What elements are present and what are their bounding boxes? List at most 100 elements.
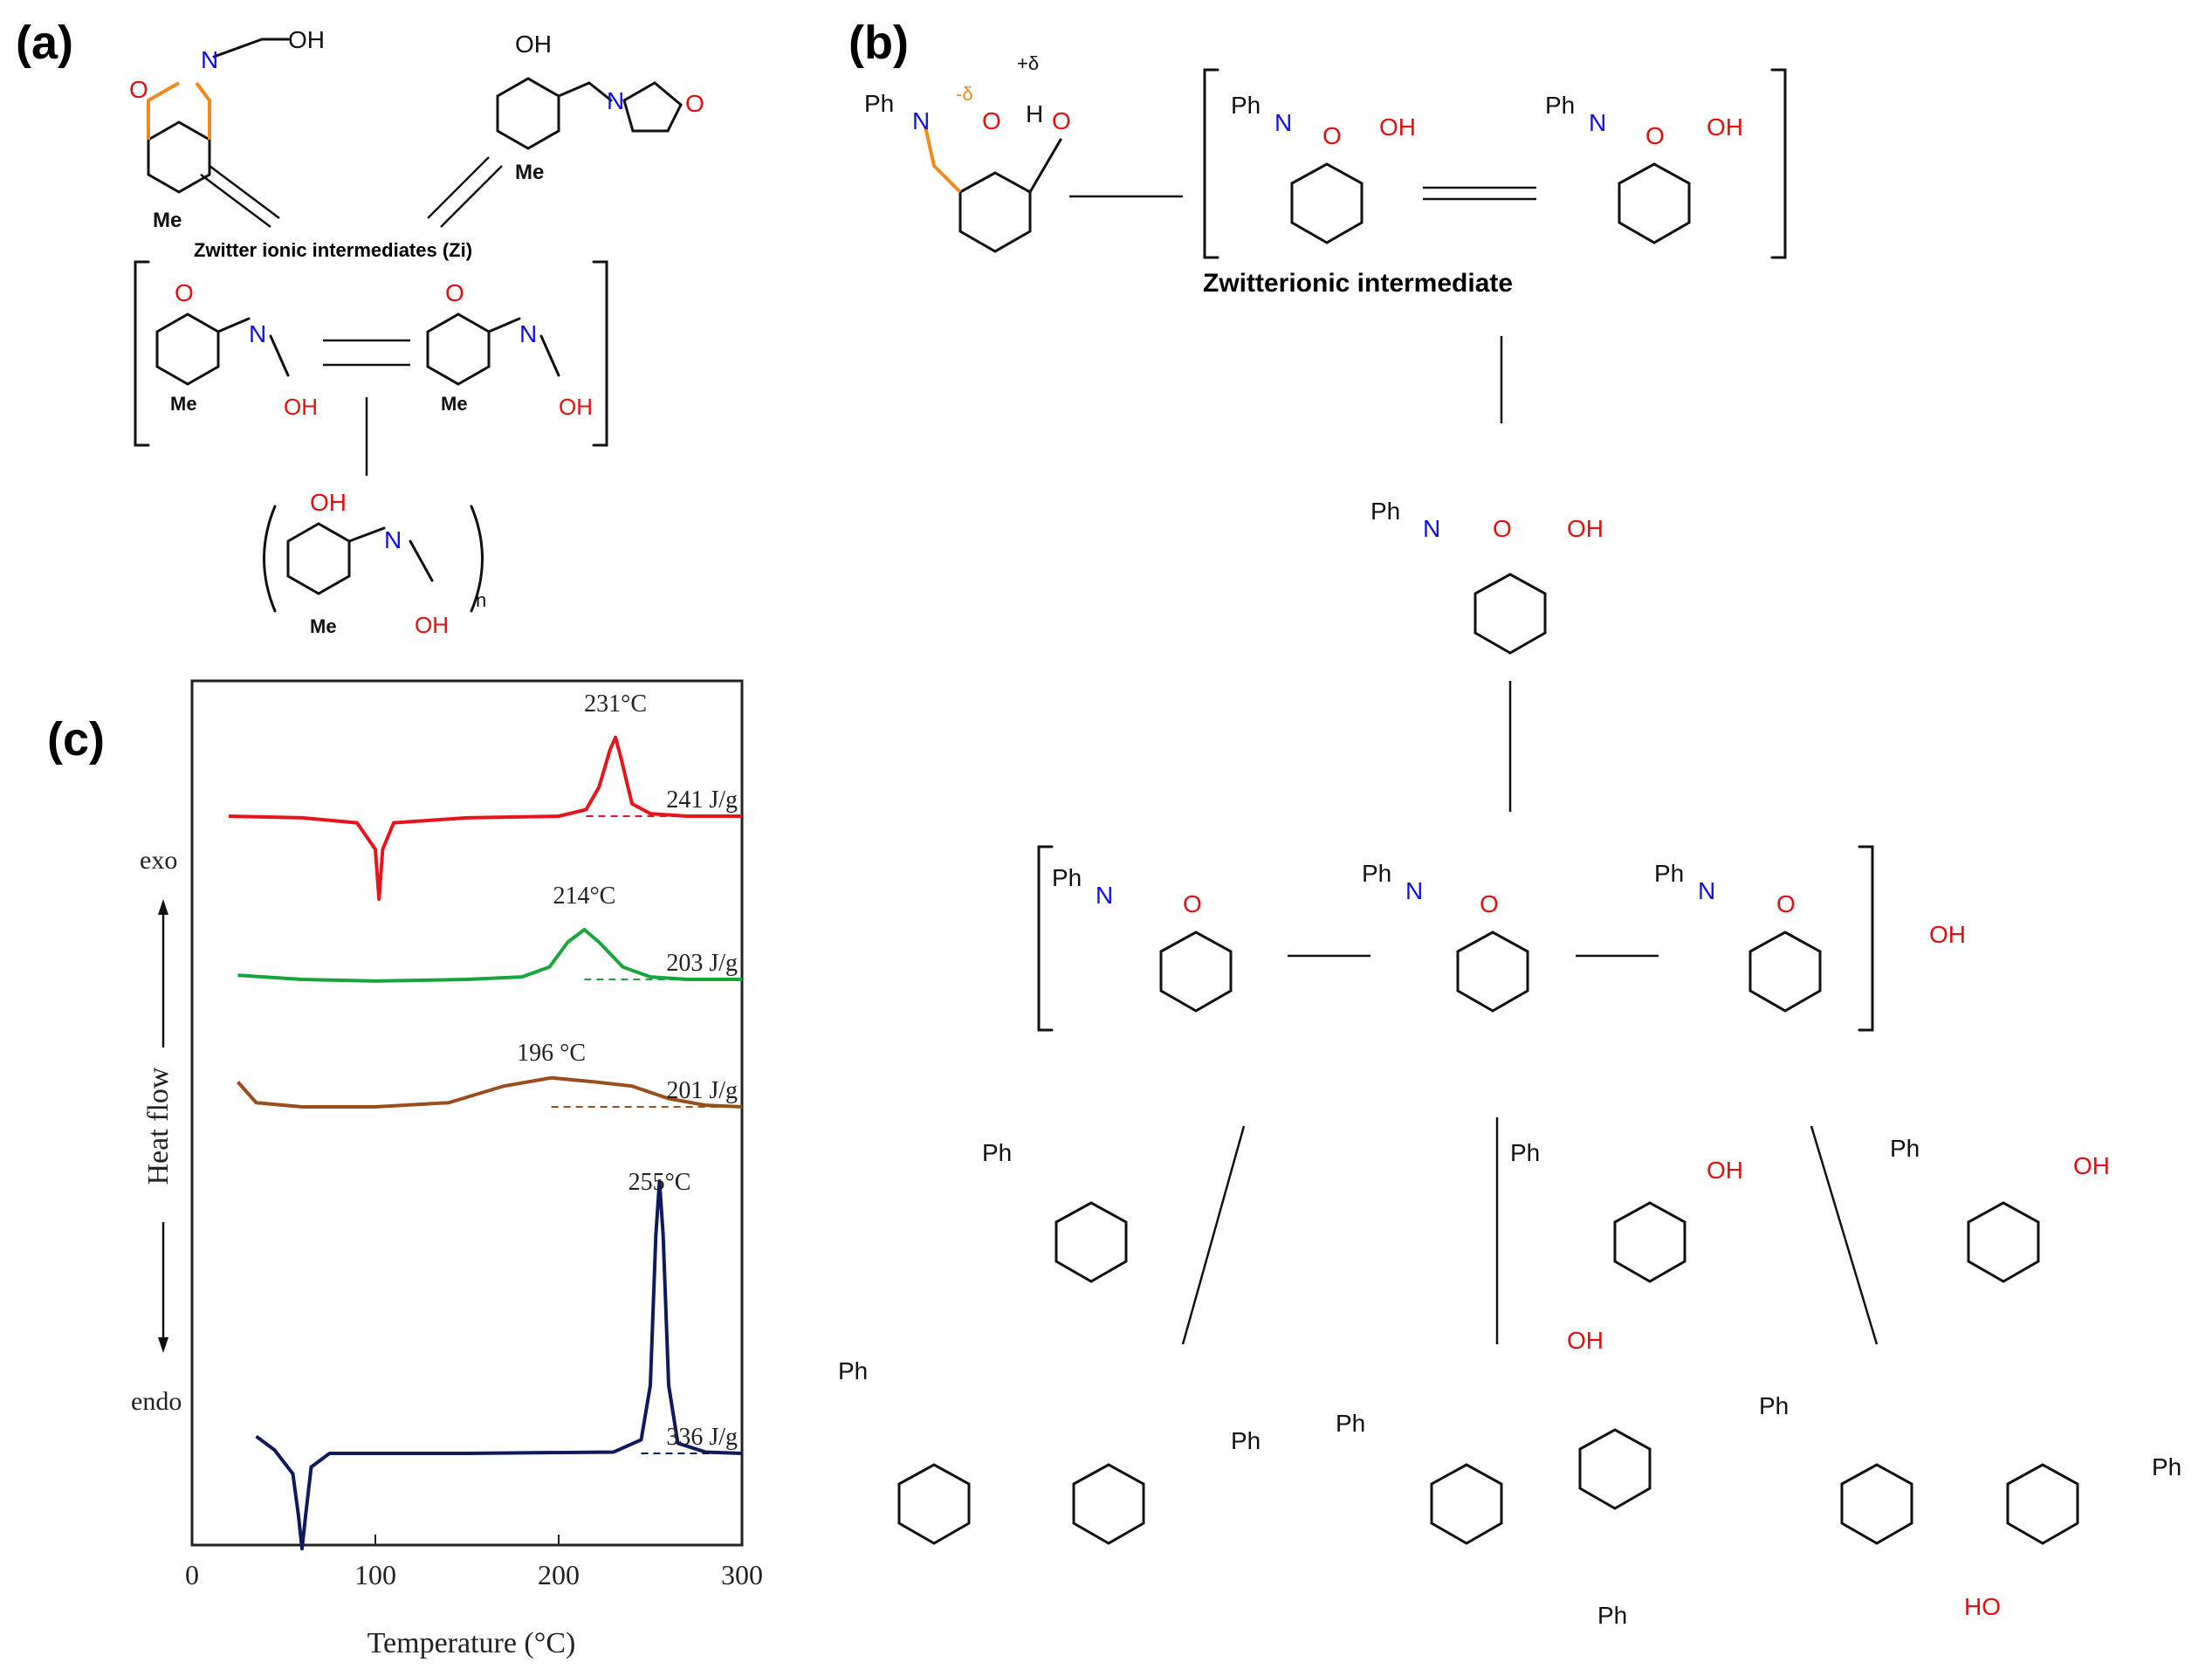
left-bracket [1203,68,1219,259]
series-line-3 [237,1075,743,1109]
panel-a-label: (a) [16,17,73,69]
atom-o: O [1183,890,1202,917]
peak-label-3: 196 °C [517,1040,586,1067]
atom-o: O [1776,890,1796,917]
zwitterionic-intermediate-caption: Zwitterionic intermediate [1203,269,1514,298]
atom-oh: OH [1379,113,1416,141]
zwitterion-arrows: Ph N O OH [1370,498,1604,655]
enthalpy-label-3: 201 J/g [666,1077,738,1104]
atom-me: Me [170,393,197,415]
atom-n: N [912,107,930,134]
peak-label-2: 214°C [553,883,615,910]
resonance-forms: Ph N O Ph N O Ph N O OH [1052,860,1966,1013]
equilibrium-arrow [440,165,503,228]
x-tick-label: 200 [538,1559,580,1590]
partial-negative: -δ [956,83,973,105]
series-line-4 [255,1179,743,1551]
polymer-product: OH N n OH Me [263,489,486,638]
repeat-n: n [476,589,486,611]
atom-ph: Ph [838,1357,868,1384]
atom-ph: Ph [1370,498,1400,525]
left-bracket [1037,845,1054,1032]
atom-ph: Ph [864,90,894,117]
atom-ph: Ph [1654,860,1684,887]
atom-n: N [607,87,624,114]
atom-ph: Ph [1890,1135,1920,1162]
benzoxazine-monomer-a: O N OH Me [129,26,325,232]
atom-n: N [519,320,537,347]
atom-oh: OH [288,26,325,53]
atom-o: O [685,90,704,117]
panel-b-label: (b) [848,17,909,69]
zwitterion-b-left: Ph N O OH [1231,92,1416,244]
products-b: Ph Ph OH Ph OH Ph Ph Ph OH Ph Ph Ph HO [838,1135,2181,1629]
forward-arrow [1181,1125,1246,1345]
atom-o: O [1645,122,1665,149]
atom-o: O [129,76,148,103]
atom-ho: HO [1964,1593,2001,1620]
atom-ph: Ph [1231,92,1261,119]
zwitter-ionic-caption: Zwitter ionic intermediates (Zi) [194,239,473,261]
zwitterion-b-right: Ph N O OH [1545,92,1743,244]
series-line-2 [237,928,742,983]
x-tick-label: 300 [721,1559,763,1590]
atom-ph: Ph [1545,92,1575,119]
atom-n: N [1096,882,1113,909]
atom-ph: Ph [1362,860,1391,887]
atom-n: N [1589,109,1606,136]
x-tick-label: 0 [185,1559,199,1590]
endo-arrowhead [158,1337,168,1353]
atom-o: O [175,279,194,306]
atom-n: N [1423,515,1440,542]
atom-o: O [1480,890,1499,917]
atom-ph: Ph [2152,1453,2181,1480]
atom-me: Me [515,161,544,184]
atom-oh: OH [415,612,449,638]
atom-o: O [1052,107,1071,134]
zwitterion-a-left: O N OH Me [155,279,318,420]
atom-ph: Ph [1510,1139,1540,1166]
atom-ph: Ph [1231,1427,1261,1454]
atom-o: O [445,279,464,306]
hydroxide-ion: OH [1929,921,1966,948]
atom-o: O [982,107,1001,134]
atom-ph: Ph [982,1139,1012,1166]
atom-oh: OH [2073,1152,2110,1179]
enthalpy-label-1: 241 J/g [666,786,738,814]
right-bracket [1770,68,1787,259]
exo-label: exo [140,846,177,875]
equilibrium-arrow [200,174,271,228]
peak-label-1: 231°C [584,690,647,718]
starting-benzoxazine-b: Ph N O H O +δ -δ [864,52,1071,253]
atom-ph: Ph [1597,1602,1627,1629]
partial-positive: +δ [1017,52,1039,74]
atom-n: N [1274,109,1292,136]
open-form-a: OH N O Me [496,31,704,184]
right-bracket [1858,845,1874,1032]
atom-oh: OH [559,394,593,420]
atom-oh: OH [1707,1157,1743,1184]
series-line-1 [228,735,742,901]
atom-oh: OH [1567,1327,1604,1354]
atom-o: O [1493,515,1512,542]
zwitterion-a-right: O N OH Me [426,279,593,420]
left-bracket [134,260,150,447]
atom-n: N [249,320,266,347]
atom-n: N [1698,877,1715,904]
atom-n: N [384,526,402,553]
atom-h: H [1026,100,1043,127]
atom-n: N [1405,877,1423,904]
atom-oh: OH [1567,515,1604,542]
equilibrium-arrow [209,165,280,219]
enthalpy-label-4: 336 J/g [666,1424,738,1451]
atom-ph: Ph [1052,864,1082,891]
endo-label: endo [131,1387,182,1416]
atom-ph: Ph [1336,1410,1365,1437]
atom-oh: OH [515,31,552,58]
exo-arrowhead [158,899,168,915]
plot-frame [190,679,744,1547]
